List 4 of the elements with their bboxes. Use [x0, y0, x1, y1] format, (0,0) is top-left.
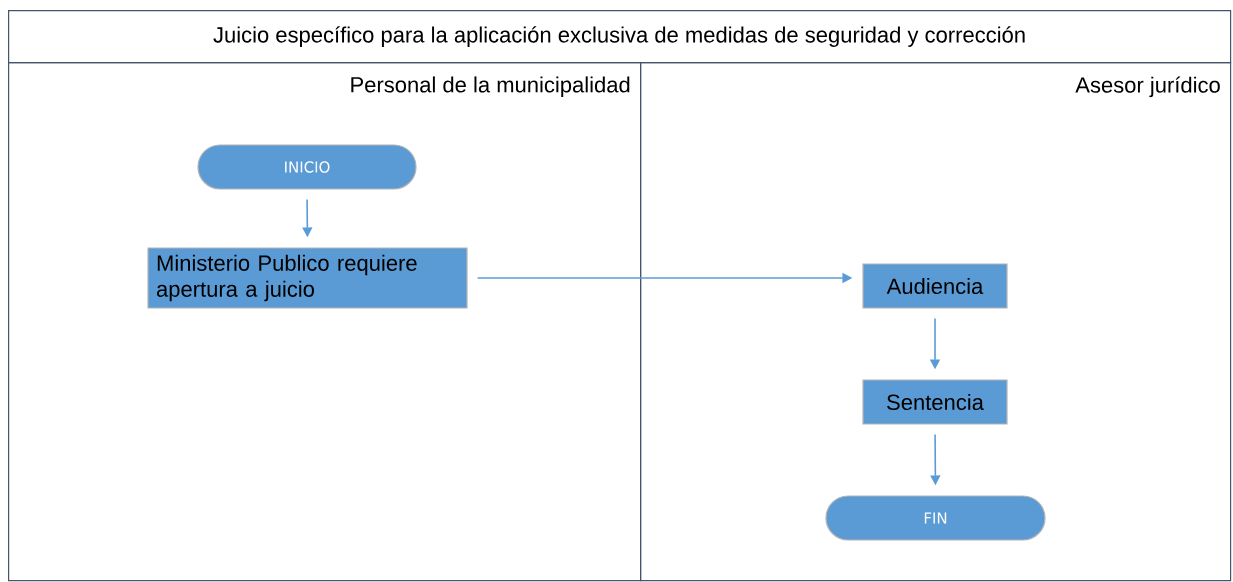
process-box: Ministerio Publico requiere apertura a juicio — [147, 247, 468, 309]
title-band: Juicio específico para la aplicación exclusiva de medidas de seguridad y corrección — [8, 10, 1232, 64]
process-box: Audiencia — [862, 263, 1008, 309]
process-box: Sentencia — [862, 379, 1008, 425]
